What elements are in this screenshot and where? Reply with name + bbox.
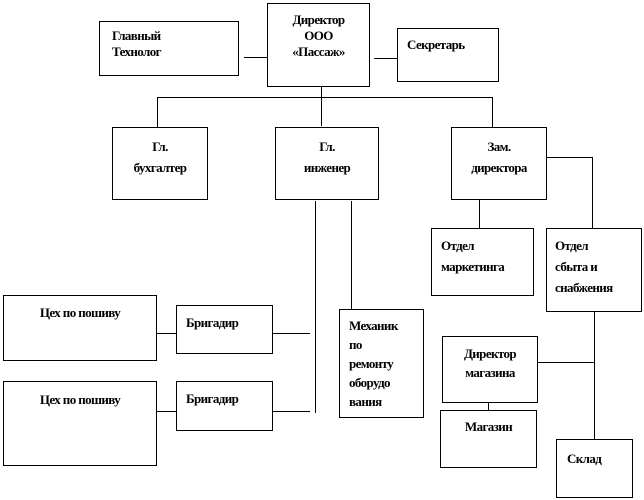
connector-store-director-store: [488, 402, 489, 410]
node-foreman-2: Бригадир: [176, 381, 273, 431]
connector-engineer-mechanic: [351, 201, 352, 309]
node-label: Гл. бухгалтер: [133, 139, 187, 175]
node-sewing-shop-2: Цех по пошиву: [3, 381, 157, 466]
connector-deputy-right: [546, 157, 592, 158]
connector-director-down: [321, 86, 322, 126]
node-store-director: Директор магазина: [442, 336, 538, 403]
node-label: Директор магазина: [463, 346, 517, 380]
node-repair-mechanic: Механик по ремонту оборудо вания: [339, 309, 424, 418]
node-label: Склад: [567, 451, 602, 466]
connector-store-director: [538, 362, 594, 363]
node-chief-engineer: Гл. инженер: [275, 127, 379, 200]
connector-foreman2-engineer: [272, 411, 310, 412]
connector-director-secretary: [374, 58, 397, 59]
node-label: Отдел маркетинга: [441, 238, 505, 274]
node-label: Цех по пошиву: [39, 305, 121, 320]
node-label: Бригадир: [186, 391, 239, 406]
connector-to-accountant: [157, 97, 158, 127]
connector-technologist-director: [244, 57, 267, 58]
node-label: Директор ООО «Пассаж»: [292, 12, 345, 59]
node-chief-accountant: Гл. бухгалтер: [112, 127, 208, 200]
node-label: Секретарь: [407, 37, 465, 52]
connector-sales-down: [594, 311, 595, 439]
connector-shop2-foreman2: [156, 411, 176, 412]
node-warehouse: Склад: [556, 439, 633, 498]
node-deputy-director: Зам. директора: [451, 127, 547, 200]
connector-to-marketing: [479, 199, 480, 228]
node-store: Магазин: [440, 410, 537, 468]
connector-to-sales-dept: [592, 157, 593, 228]
connector-level2-bus: [157, 97, 492, 98]
node-label: Зам. директора: [471, 139, 527, 175]
node-chief-technologist: Главный Технолог: [99, 21, 239, 76]
node-label: Отдел сбыта и снабжения: [555, 238, 613, 295]
node-label: Главный Технолог: [112, 28, 162, 59]
connector-shop1-foreman1: [156, 333, 176, 334]
node-label: Гл. инженер: [303, 139, 351, 175]
node-label: Цех по пошиву: [39, 392, 121, 407]
node-sewing-shop-1: Цех по пошиву: [3, 295, 157, 361]
node-foreman-1: Бригадир: [176, 305, 273, 354]
node-label: Бригадир: [186, 315, 239, 330]
connector-to-deputy: [492, 97, 493, 127]
node-label: Механик по ремонту оборудо вания: [349, 318, 398, 409]
node-sales-supply-dept: Отдел сбыта и снабжения: [546, 228, 642, 312]
connector-foreman1-engineer: [272, 333, 310, 334]
connector-engineer-shops: [315, 201, 316, 413]
node-secretary: Секретарь: [397, 28, 499, 82]
node-marketing-dept: Отдел маркетинга: [431, 228, 534, 296]
node-label: Магазин: [464, 419, 513, 434]
node-director: Директор ООО «Пассаж»: [267, 3, 370, 87]
